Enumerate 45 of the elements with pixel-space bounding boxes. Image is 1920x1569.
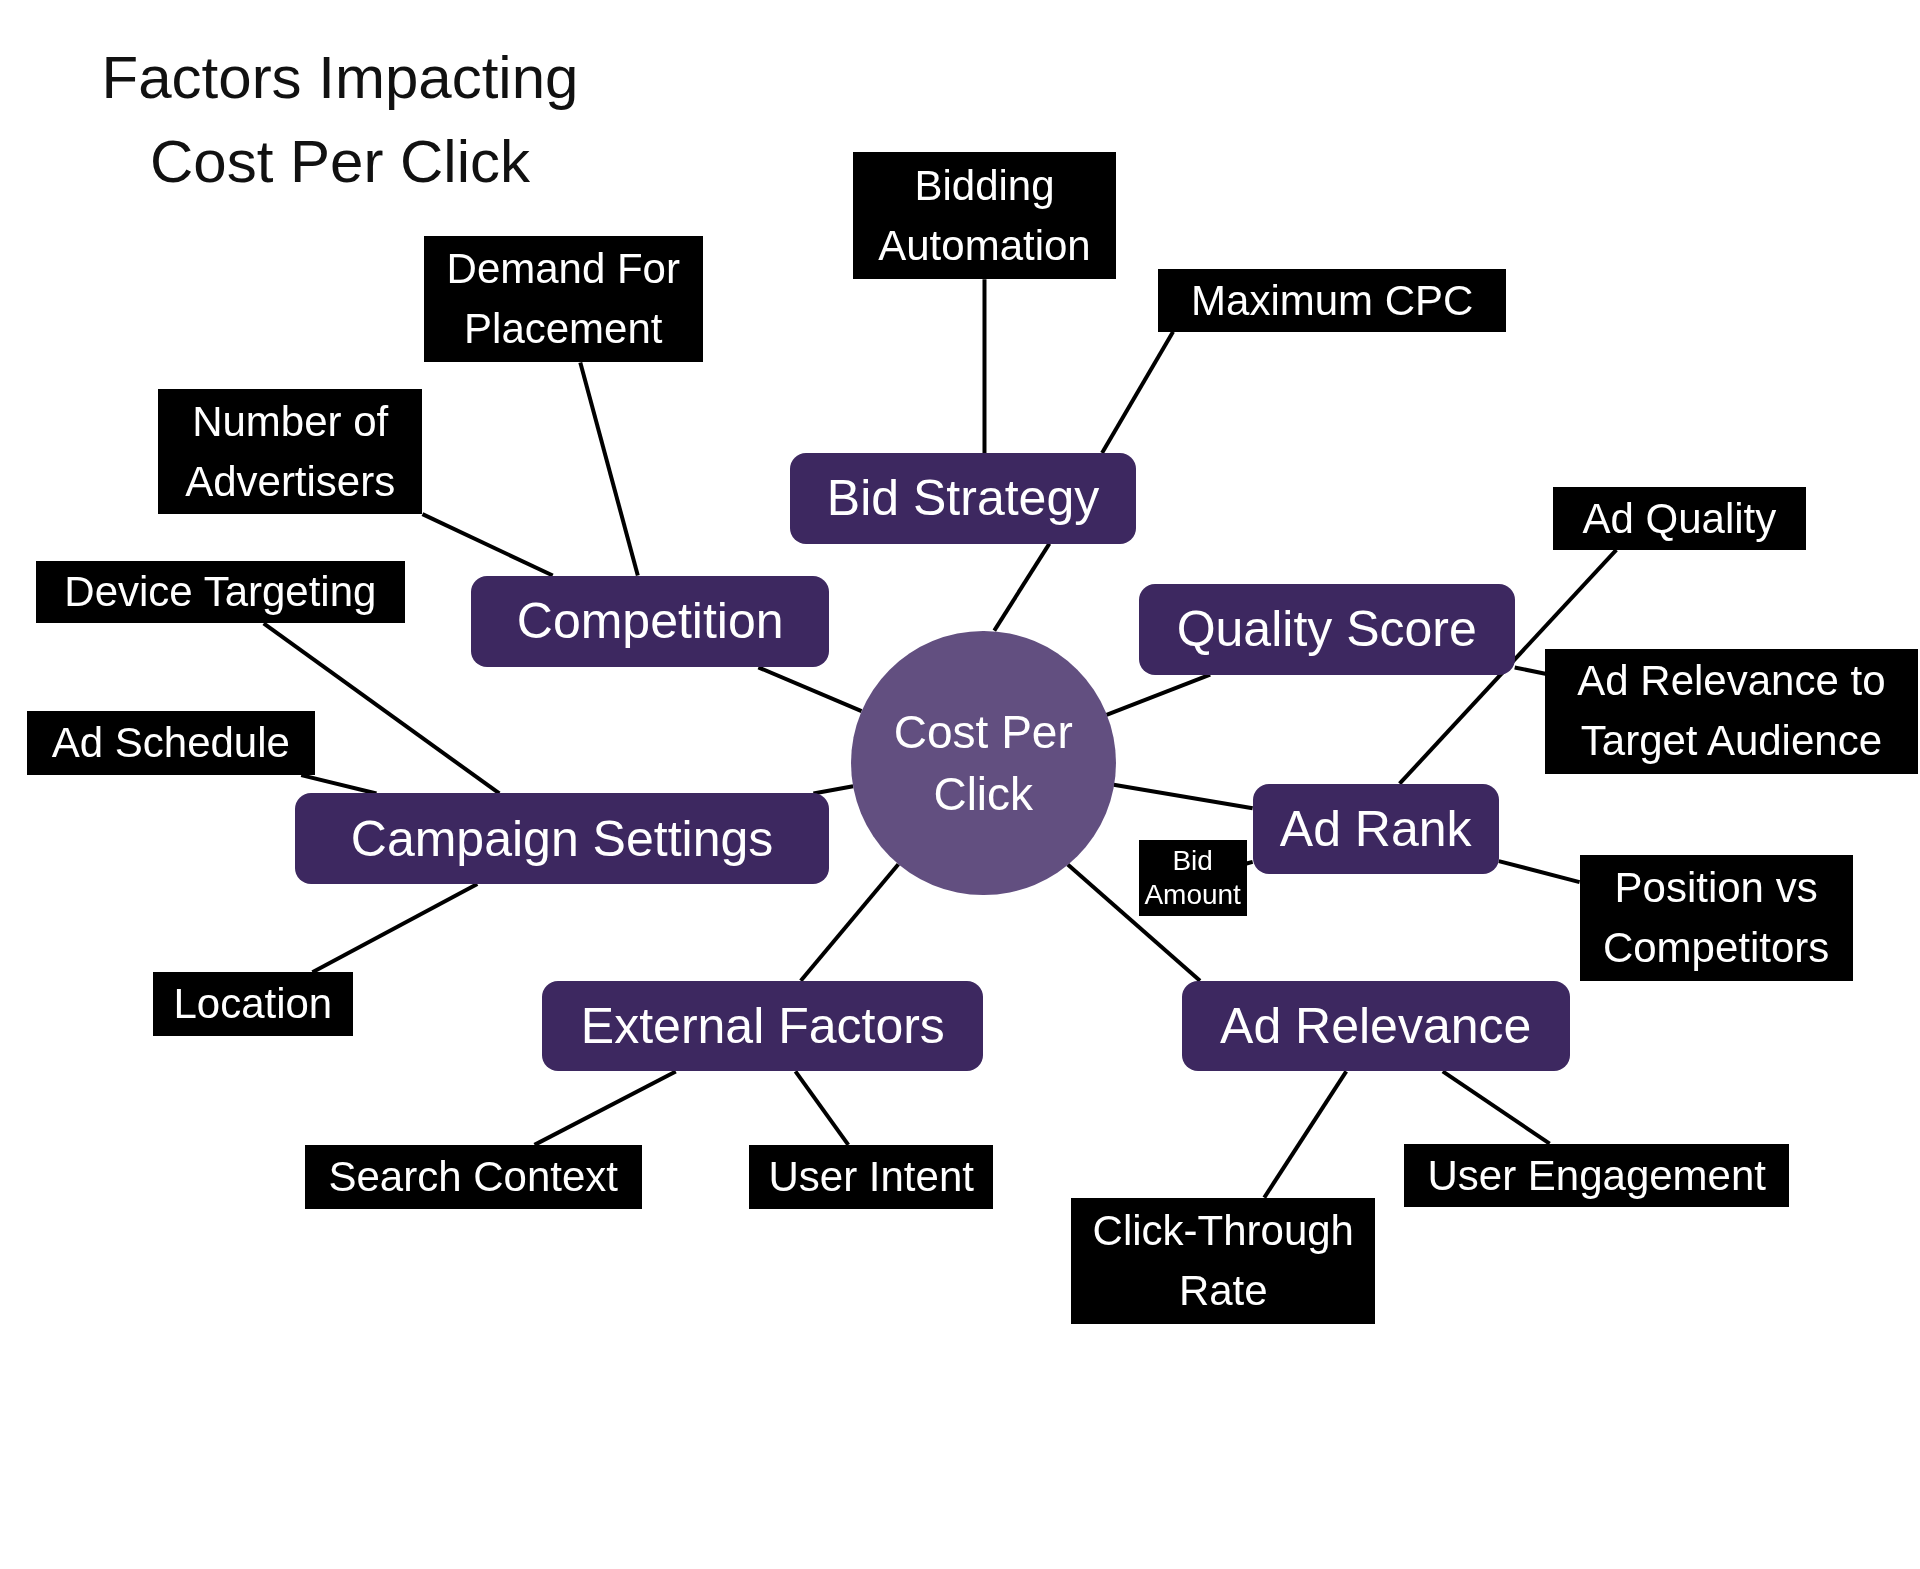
connector-line [262,621,501,796]
factor-box: Location [153,972,353,1036]
connector-line [1105,672,1211,717]
connector-line [1246,859,1254,866]
connector-line [982,279,987,454]
category-box: Quality Score [1138,584,1515,675]
factor-box: Search Context [304,1144,642,1209]
category-box: Bid Strategy [789,453,1137,544]
connector-line [311,882,479,974]
connector-line [533,1069,677,1147]
connector-line [1113,782,1253,811]
factor-box: Click-Through Rate [1071,1197,1376,1324]
factor-box: Device Targeting [35,560,406,624]
factor-box: Demand For Placement [423,236,703,363]
connector-line [1441,1069,1551,1146]
factor-box: User Engagement [1404,1143,1789,1208]
category-box: External Factors [542,980,984,1072]
factor-box: Ad Quality [1552,487,1807,550]
factor-box: Maximum CPC [1158,269,1507,332]
factor-box: Bidding Automation [853,151,1116,280]
factor-box: Position vs Competitors [1579,854,1853,981]
connector-line [300,773,377,796]
connector-line [757,665,863,713]
connector-line [813,784,854,796]
factor-box: Number of Advertisers [157,389,423,515]
factor-box: Ad Schedule [26,711,315,776]
connector-line [1514,665,1546,676]
category-box: Ad Rank [1252,783,1499,875]
category-box: Ad Relevance [1181,980,1570,1072]
connector-line [1498,859,1581,885]
connector-line [793,1070,850,1147]
connector-line [799,862,900,983]
factor-box: Ad Relevance to Target Audience [1545,648,1918,774]
factor-box: User Intent [749,1144,994,1209]
connector-line [1262,1070,1348,1199]
connector-line [421,512,554,578]
factor-box: Bid Amount [1138,840,1247,916]
connector-line [1100,330,1175,455]
connector-line [1398,548,1618,786]
category-box: Competition [471,575,829,668]
connector-line [578,361,640,577]
category-box: Campaign Settings [295,793,829,885]
diagram-title: Factors Impacting Cost Per Click [100,43,580,197]
central-circle: Cost Per Click [851,630,1116,896]
connector-line [992,542,1052,632]
